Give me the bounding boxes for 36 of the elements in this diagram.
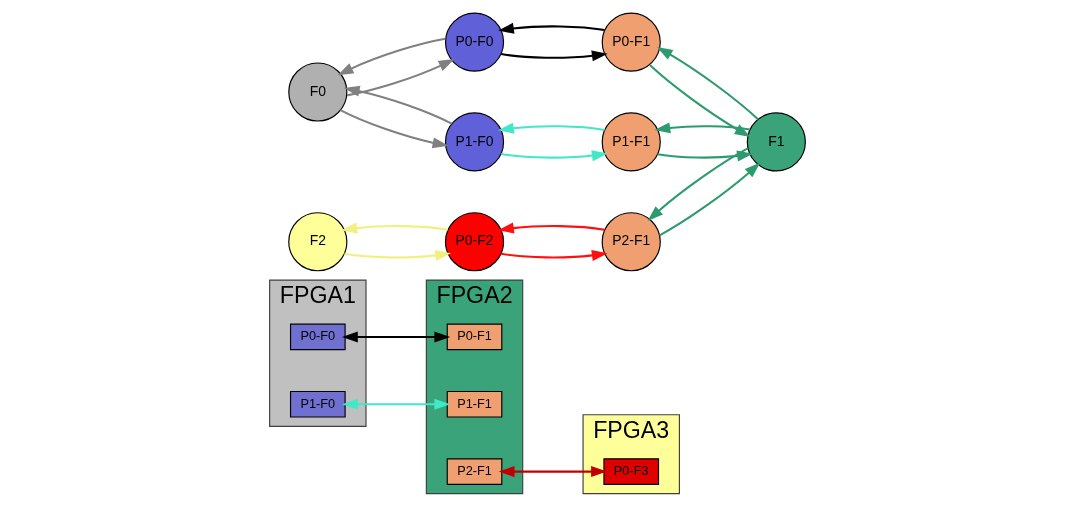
arrow xyxy=(497,122,605,134)
node-circle: P0-F1 xyxy=(601,12,661,72)
node-circle: P1-F0 xyxy=(444,112,504,172)
node-box: P1-F1 xyxy=(446,390,502,418)
arrow xyxy=(653,122,750,134)
arrow xyxy=(341,331,450,343)
arrow xyxy=(337,37,445,76)
node-box: P0-F1 xyxy=(446,323,502,351)
node-circle: P0-F2 xyxy=(444,212,504,272)
arrow xyxy=(658,162,760,237)
arrow xyxy=(339,109,448,149)
arrow xyxy=(340,222,448,234)
arrow xyxy=(343,250,451,261)
node-box: P0-F3 xyxy=(602,458,659,485)
arrow xyxy=(656,150,753,162)
node-circle: P2-F1 xyxy=(601,212,661,272)
arrow xyxy=(497,222,605,234)
arrow xyxy=(648,64,750,137)
node-circle: F1 xyxy=(746,112,806,172)
arrow xyxy=(498,466,607,478)
arrow xyxy=(500,250,608,261)
arrow xyxy=(500,50,608,62)
arrow xyxy=(500,150,608,162)
arrow xyxy=(656,46,759,120)
arrow xyxy=(497,22,605,34)
node-circle: P1-F1 xyxy=(601,112,661,172)
node-box: P2-F1 xyxy=(446,458,502,485)
node-circle: F0 xyxy=(287,62,347,122)
arrow xyxy=(343,85,452,125)
arrow xyxy=(647,147,748,221)
node-circle: P0-F0 xyxy=(444,12,504,72)
node-box: P1-F0 xyxy=(289,390,346,418)
node-circle: F2 xyxy=(287,212,347,272)
node-box: P0-F0 xyxy=(289,323,346,351)
arrow xyxy=(341,398,450,410)
arrow xyxy=(346,59,454,97)
